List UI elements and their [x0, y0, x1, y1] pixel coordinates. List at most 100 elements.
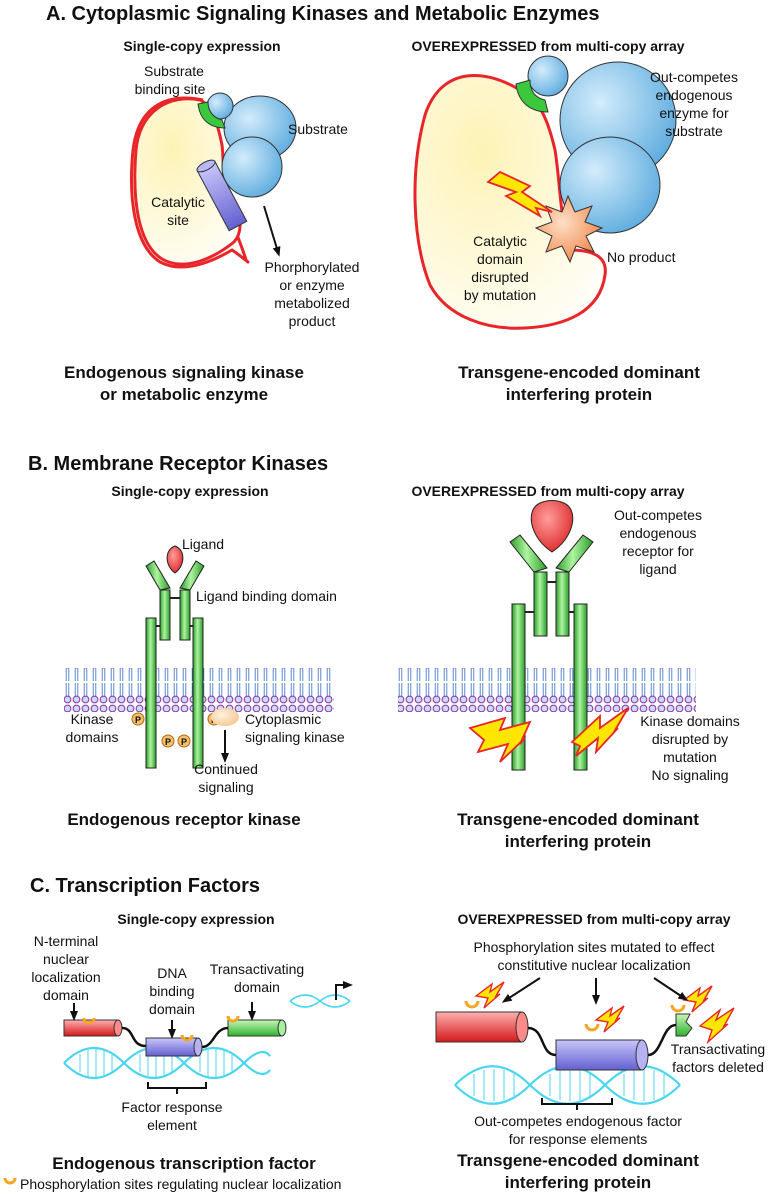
- binding-site: [197, 101, 226, 129]
- section-b-right-caption-2: interfering protein: [505, 832, 651, 851]
- ligand-binding-label: Ligand binding domain: [196, 588, 337, 604]
- nls-label-3: localization: [31, 969, 100, 985]
- dna-binding-domain: [145, 1037, 203, 1057]
- dominant-response-bracket: [541, 1098, 613, 1110]
- lightning-c1: [474, 981, 505, 1009]
- transactivating-deleted-2: factors deleted: [672, 1059, 764, 1075]
- linker-2: [201, 1026, 229, 1049]
- dominant-linker-1: [527, 1026, 557, 1057]
- big-binding-site: [515, 79, 549, 113]
- mutation-arrows: [501, 977, 689, 1005]
- catalytic-disrupted-1: Catalytic: [473, 233, 527, 249]
- transactivating-label-1: Transactivating: [210, 961, 304, 977]
- ligand-label: Ligand: [182, 536, 224, 552]
- section-a-left-caption-1: Endogenous signaling kinase: [64, 363, 304, 382]
- outcompetes-a-2: endogenous: [655, 87, 732, 103]
- factor-response-label-1: Factor response: [121, 1099, 222, 1115]
- cytoplasmic-kinase: [211, 708, 239, 726]
- catalytic-disrupted-3: disrupted: [471, 269, 529, 285]
- binding-site-label-1: Substrate: [144, 63, 204, 79]
- catalytic-cylinder: [196, 159, 248, 232]
- nls-label-1: N-terminal: [34, 933, 99, 949]
- dna-helix-left: [63, 1047, 271, 1079]
- dna-binding-label-2: binding: [149, 983, 194, 999]
- section-c-title: C. Transcription Factors: [30, 875, 260, 897]
- phospho-mutated-label-2: constitutive nuclear localization: [498, 957, 691, 973]
- phospho-p-3: P: [181, 737, 187, 747]
- big-substrate-knob: [527, 55, 569, 97]
- continued-signaling-1: Continued: [194, 761, 258, 777]
- kinase-disrupted-2: disrupted by: [652, 731, 728, 747]
- legend-phospho-icon: [3, 1177, 17, 1185]
- section-b-left-subtitle: Single-copy expression: [111, 483, 268, 499]
- section-a-left-subtitle: Single-copy expression: [123, 38, 280, 54]
- product-label-2: or enzyme: [279, 277, 345, 293]
- truncated-transactivating: [675, 1013, 693, 1037]
- binding-site-label-2: binding site: [135, 81, 206, 97]
- membrane-right: [398, 668, 696, 712]
- disrupted-catalytic-star: [534, 194, 604, 264]
- catalytic-site-label-1: Catalytic: [151, 194, 205, 210]
- section-b-title: B. Membrane Receptor Kinases: [28, 453, 328, 475]
- nls-domain: [63, 1019, 123, 1037]
- ligand: [166, 545, 184, 574]
- section-a-right-caption-2: interfering protein: [506, 385, 652, 404]
- nls-label-2: nuclear: [43, 951, 89, 967]
- outcompetes-b-2: endogenous: [619, 525, 696, 541]
- outcompetes-b-1: Out-competes: [614, 507, 702, 523]
- lightning-bolt-b1: [468, 716, 532, 763]
- transactivating-label-2: domain: [234, 979, 280, 995]
- section-a-title: A. Cytoplasmic Signaling Kinases and Met…: [46, 3, 599, 25]
- substrate-label: Substrate: [288, 121, 348, 137]
- domain-arrows-left: [70, 1002, 256, 1039]
- response-element-bracket: [147, 1082, 207, 1094]
- big-ligand: [530, 500, 574, 553]
- section-b-right-caption-1: Transgene-encoded dominant: [457, 810, 699, 829]
- receptor-endogenous: [145, 560, 205, 769]
- lightning-c4: [698, 1007, 735, 1045]
- lightning-c2: [594, 1005, 625, 1033]
- dominant-outcompetes-2: for response elements: [509, 1131, 648, 1147]
- dominant-outcompetes-1: Out-competes endogenous factor: [474, 1113, 682, 1129]
- enzyme-body: [133, 97, 242, 266]
- section-c-left-caption: Endogenous transcription factor: [52, 1154, 316, 1173]
- continued-signaling-2: signaling: [198, 779, 253, 795]
- dna-binding-label-1: DNA: [157, 965, 187, 981]
- catalytic-site-label-2: site: [167, 212, 189, 228]
- dominant-dna-binding-domain: [555, 1039, 649, 1071]
- section-c-right-caption-2: interfering protein: [505, 1173, 651, 1192]
- outcompetes-a-4: substrate: [665, 123, 723, 139]
- lightning-c3: [682, 985, 713, 1013]
- phospho-marks-left: [82, 1015, 240, 1042]
- kinase-domains-label-1: Kinase: [71, 711, 114, 727]
- phospho-p-1: P: [135, 715, 141, 725]
- section-c-left-subtitle: Single-copy expression: [117, 911, 274, 927]
- factor-response-label-2: element: [147, 1117, 197, 1133]
- outcompetes-a-1: Out-competes: [650, 69, 738, 85]
- outcompetes-a-3: enzyme for: [659, 105, 729, 121]
- section-a-left-caption-2: or metabolic enzyme: [100, 385, 268, 404]
- section-a-right-subtitle: OVEREXPRESSED from multi-copy array: [411, 38, 684, 54]
- outcompetes-b-3: receptor for: [622, 543, 694, 559]
- section-c-right-caption-1: Transgene-encoded dominant: [457, 1151, 699, 1170]
- dna-rungs-right: [473, 1069, 665, 1101]
- dna-binding-label-3: domain: [149, 1001, 195, 1017]
- dominant-enzyme-body: [413, 74, 607, 330]
- lightning-bolt-b2: [570, 707, 629, 757]
- dna-helix-right: [454, 1065, 681, 1105]
- product-label-4: product: [289, 313, 336, 329]
- dominant-linker-2: [647, 1023, 677, 1057]
- no-product-label: No product: [607, 249, 676, 265]
- section-c-right-subtitle: OVEREXPRESSED from multi-copy array: [457, 911, 730, 927]
- linker-1: [121, 1026, 147, 1048]
- kinase-disrupted-3: mutation: [663, 749, 717, 765]
- substrate-lower: [221, 136, 283, 198]
- catalytic-disrupted-4: by mutation: [464, 287, 536, 303]
- section-b-left-caption: Endogenous receptor kinase: [67, 810, 300, 829]
- kinase-domains-label-2: domains: [66, 729, 119, 745]
- transactivating-domain: [227, 1019, 287, 1037]
- phospho-marks-right: [464, 1000, 686, 1032]
- kinase-disrupted-4: No signaling: [651, 767, 728, 783]
- dominant-nls-domain: [435, 1011, 529, 1043]
